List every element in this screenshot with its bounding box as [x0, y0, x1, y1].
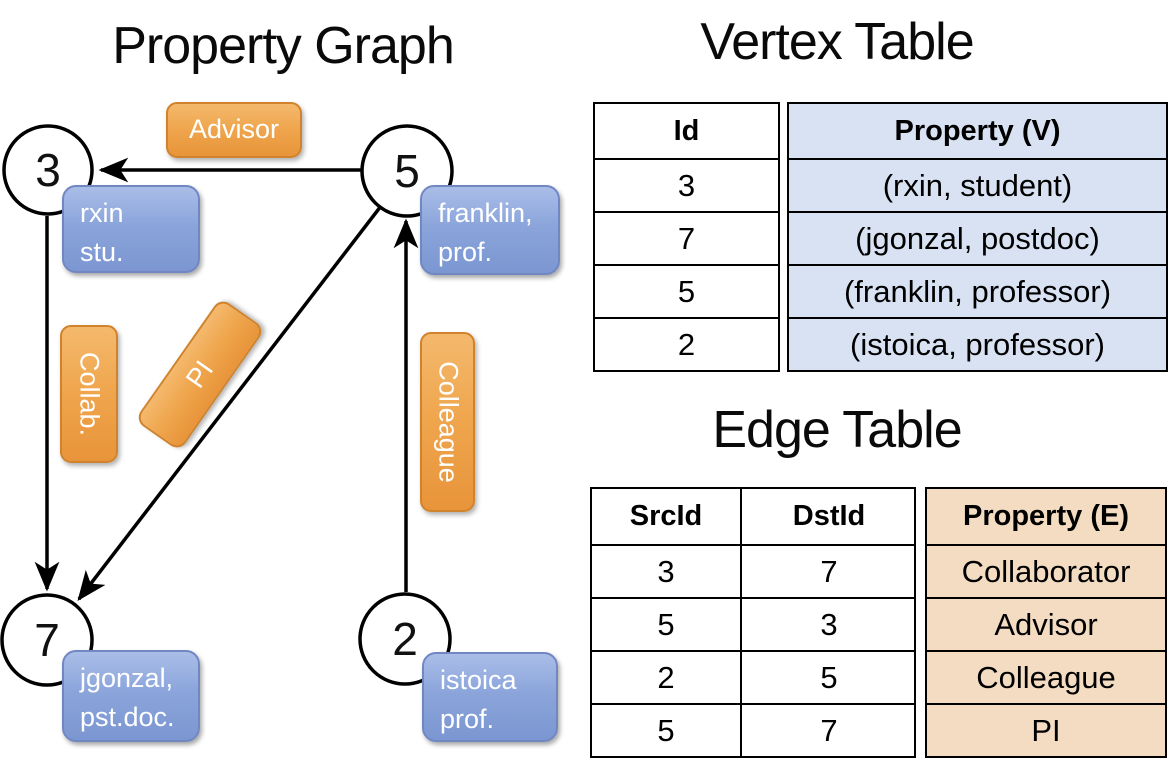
vertex-id-3: 3 [35, 144, 61, 196]
table-cell: (rxin, student) [789, 158, 1166, 211]
edge-table: SrcId 3 5 2 5 DstId 7 3 5 7 Property (E)… [590, 487, 1167, 758]
edge-table-title: Edge Table [712, 401, 962, 459]
edge-table-property-column: Property (E) Collaborator Advisor Collea… [925, 487, 1167, 758]
vertex-property-line: istoica [440, 665, 517, 695]
vertex-property-box-2: istoica prof. [422, 652, 558, 742]
vertex-table-id-column: Id 3 7 5 2 [593, 102, 780, 372]
vertex-property-line: stu. [80, 237, 124, 267]
vertex-property-box-3: rxin stu. [62, 185, 200, 273]
table-cell: Collaborator [927, 544, 1165, 597]
vertex-table-property-column: Property (V) (rxin, student) (jgonzal, p… [787, 102, 1168, 372]
vertex-property-line: pst.doc. [80, 702, 175, 732]
table-cell: 5 [742, 650, 916, 703]
table-cell: 3 [595, 158, 778, 211]
vertex-id-7: 7 [34, 614, 60, 666]
column-header-id: Id [673, 115, 700, 147]
vertex-id-5: 5 [394, 145, 420, 197]
table-cell: 7 [742, 703, 916, 756]
vertex-property-line: franklin, [438, 198, 533, 228]
table-cell: (istoica, professor) [789, 317, 1166, 370]
edge-label-colleague: Colleague [420, 332, 475, 512]
edge-table-src-dst-columns: SrcId 3 5 2 5 DstId 7 3 5 7 [590, 487, 916, 758]
table-cell: 7 [595, 211, 778, 264]
vertex-table-title: Vertex Table [700, 13, 974, 71]
table-cell: PI [927, 703, 1165, 756]
vertex-property-box-5: franklin, prof. [420, 185, 560, 275]
table-cell: 3 [592, 544, 740, 597]
edge-label-advisor: Advisor [166, 102, 302, 158]
vertex-property-line: prof. [438, 237, 493, 267]
column-header-property-v: Property (V) [789, 104, 1166, 158]
vertex-property-box-7: jgonzal, pst.doc. [62, 650, 200, 742]
vertex-property-line: prof. [440, 704, 495, 734]
table-cell: 3 [742, 597, 916, 650]
vertex-property-line: rxin [80, 198, 124, 228]
table-cell: (jgonzal, postdoc) [789, 211, 1166, 264]
table-cell: 5 [592, 597, 740, 650]
table-cell: Colleague [927, 650, 1165, 703]
table-cell: Advisor [927, 597, 1165, 650]
table-cell: 5 [592, 703, 740, 756]
edge-arrow-5-to-7 [77, 204, 383, 601]
edge-table-dst-column: DstId 7 3 5 7 [740, 489, 916, 756]
column-header-property-e: Property (E) [927, 489, 1165, 544]
vertex-property-line: jgonzal, [80, 663, 174, 693]
table-cell: 5 [595, 264, 778, 317]
table-cell: 7 [742, 544, 916, 597]
vertex-table: Id 3 7 5 2 Property (V) (rxin, student) … [593, 102, 1168, 372]
column-header-dstid: DstId [792, 500, 866, 532]
edge-label-collab: Collab. [60, 325, 118, 463]
edge-label-collab-text: Collab. [74, 351, 105, 437]
table-cell: 2 [595, 317, 778, 370]
table-cell: 2 [592, 650, 740, 703]
column-header-srcid: SrcId [629, 500, 703, 532]
property-graph-title: Property Graph [112, 17, 455, 75]
table-cell: (franklin, professor) [789, 264, 1166, 317]
edge-table-src-column: SrcId 3 5 2 5 [592, 489, 740, 756]
edge-label-colleague-text: Colleague [433, 361, 463, 483]
vertex-id-2: 2 [392, 613, 418, 665]
